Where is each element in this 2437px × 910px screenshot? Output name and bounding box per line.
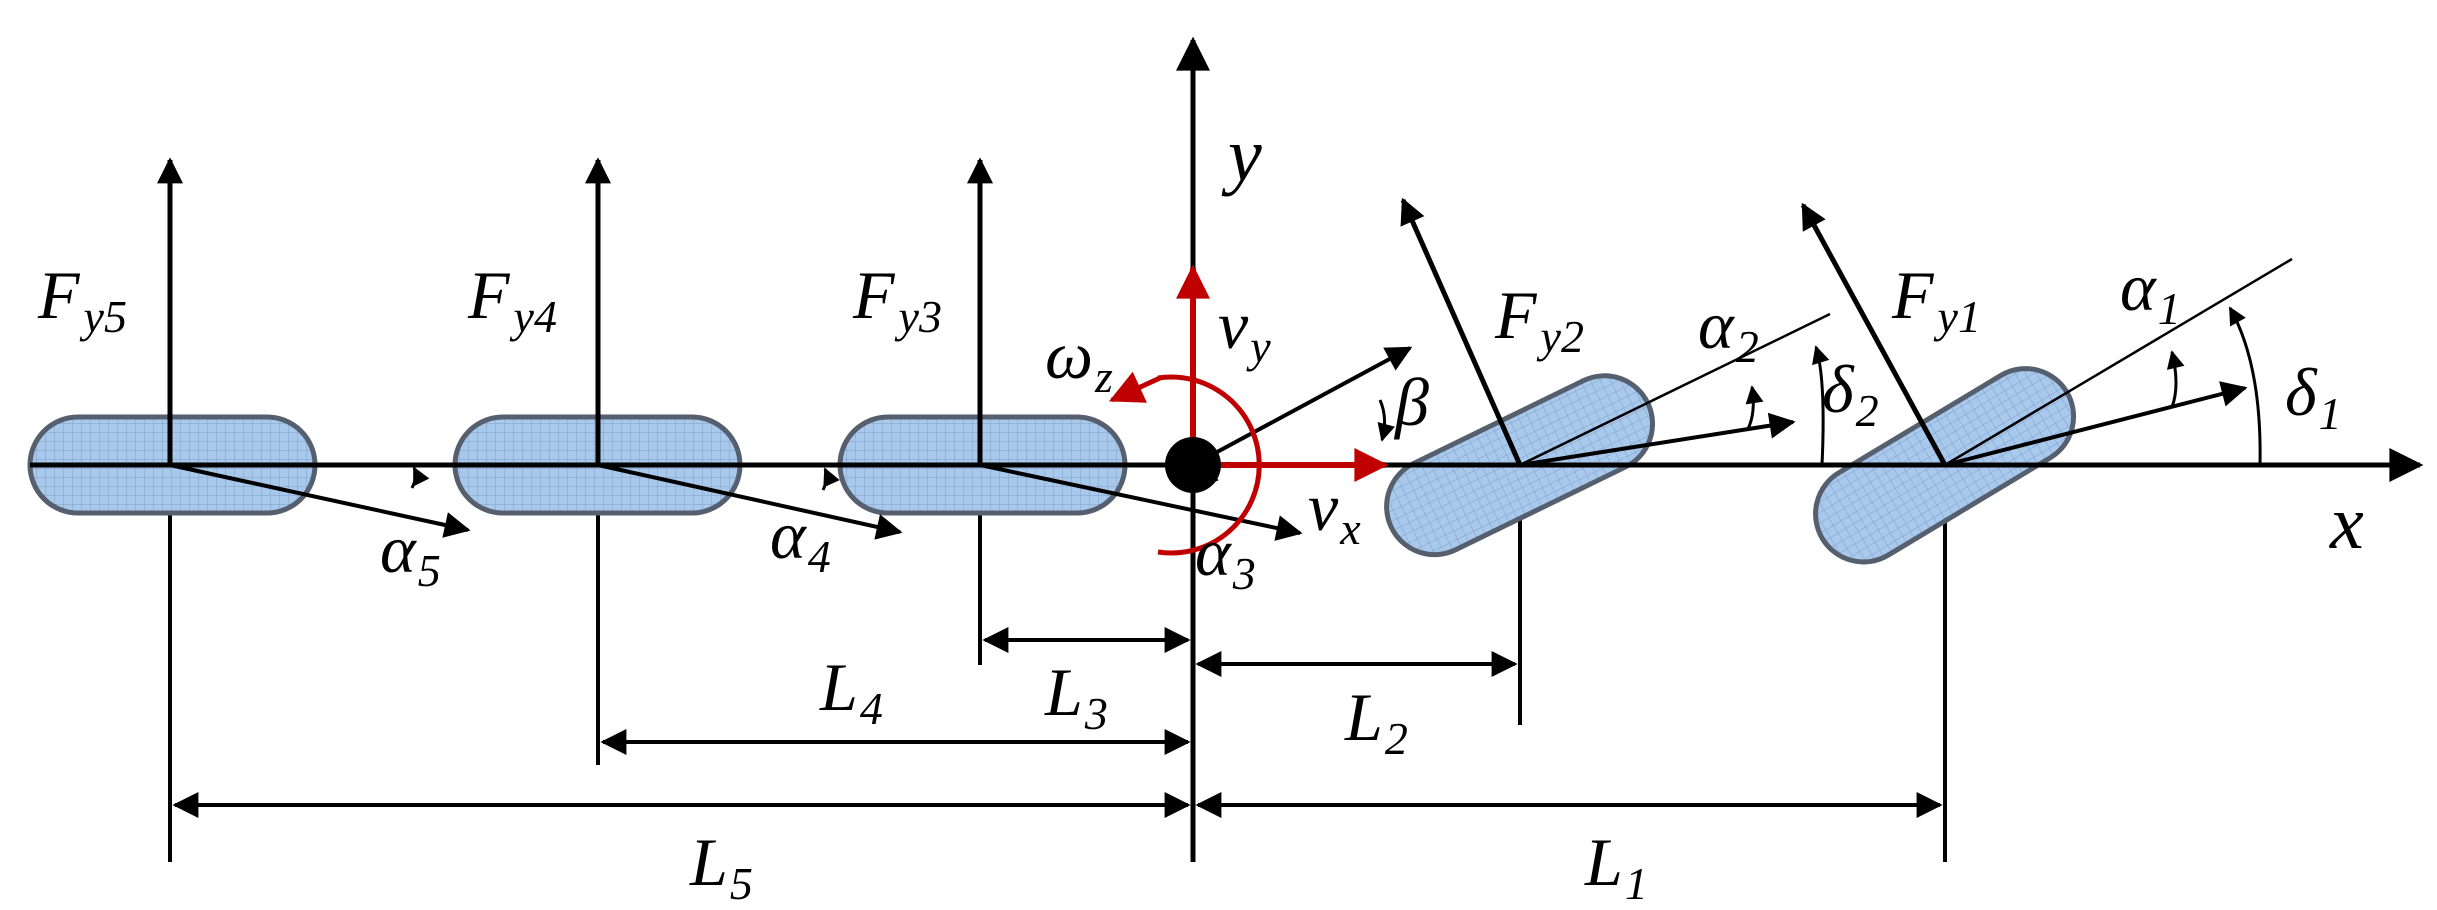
alpha2-label: α2	[1698, 287, 1759, 372]
beta-label: β	[1393, 364, 1429, 440]
center-of-gravity	[1165, 437, 1221, 493]
L2-label: L2	[1344, 679, 1408, 764]
alpha3-label: α3	[1195, 514, 1256, 599]
wheel-velocity-arrows	[169, 381, 2248, 541]
y-axis-label: y	[1221, 113, 1262, 197]
delta2-label: δ2	[1822, 351, 1879, 436]
alpha4-label: α4	[770, 497, 831, 582]
force-label-fy2: Fy2	[1494, 277, 1584, 362]
force-label-fy5: Fy5	[37, 257, 127, 342]
L5-label: L5	[689, 824, 753, 909]
alpha5-label: α5	[380, 511, 441, 596]
velocity-beta-line	[1192, 346, 1413, 467]
delta1-label: δ1	[2285, 354, 2342, 439]
force-label-fy1: Fy1	[1891, 257, 1981, 342]
L4-label: L4	[819, 649, 883, 734]
force-label-fy4: Fy4	[467, 257, 557, 342]
alpha1-label: α1	[2120, 249, 2181, 334]
angle-arcs	[410, 306, 2262, 491]
L3-label: L3	[1044, 654, 1108, 739]
dimension-lines	[172, 627, 1943, 818]
vx-label: vx	[1308, 469, 1361, 554]
x-axis-label: x	[2329, 481, 2364, 565]
yaw-rate-label: ωz	[1045, 317, 1113, 402]
wheel-heading-lines	[1519, 257, 2293, 467]
L1-label: L1	[1584, 824, 1648, 909]
force-label-fy3: Fy3	[852, 257, 942, 342]
lateral-force-arrows	[157, 157, 1948, 467]
yaw-rate-arc	[1108, 371, 1262, 556]
vy-label: vy	[1218, 287, 1271, 372]
